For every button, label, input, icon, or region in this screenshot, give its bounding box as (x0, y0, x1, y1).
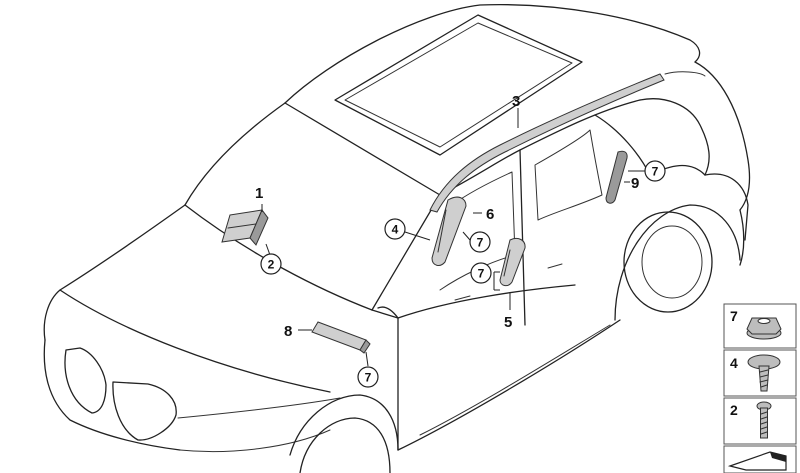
callout-1: 1 (255, 185, 263, 202)
legend-item-nut: 7 (723, 303, 797, 349)
bolt-icon (756, 401, 772, 439)
rear-side-airbag (605, 150, 628, 204)
callout-3: 3 (512, 93, 520, 110)
svg-text:9: 9 (631, 175, 639, 192)
callout-9: 9 (631, 175, 639, 192)
curtain-airbag (429, 71, 706, 213)
svg-text:7: 7 (477, 236, 484, 250)
svg-text:2: 2 (268, 258, 275, 272)
callout-7-seat-side: 7 (470, 262, 492, 284)
svg-text:7: 7 (730, 308, 738, 324)
truss-head-screw-icon (747, 354, 781, 392)
callout-7-rear-side: 7 (644, 160, 666, 182)
knee-airbag (311, 321, 371, 354)
hardware-legend: 7 4 2 (723, 303, 797, 473)
svg-text:2: 2 (730, 402, 738, 418)
callout-7-front-side: 7 (469, 231, 491, 253)
callout-2: 2 (260, 253, 282, 275)
wedge-shim-icon (727, 451, 787, 471)
legend-item-wedge (723, 445, 797, 473)
callout-5: 5 (504, 314, 512, 331)
callout-6: 6 (486, 206, 494, 223)
legend-item-bolt: 2 (723, 397, 797, 445)
legend-item-screw: 4 (723, 349, 797, 397)
svg-text:7: 7 (652, 165, 659, 179)
svg-text:6: 6 (486, 206, 494, 223)
svg-text:8: 8 (284, 323, 292, 340)
svg-text:4: 4 (730, 355, 738, 371)
seat-side-airbag (499, 237, 526, 287)
svg-text:5: 5 (504, 314, 512, 331)
callout-7-knee: 7 (357, 366, 379, 388)
callout-8: 8 (284, 323, 292, 340)
svg-text:1: 1 (255, 185, 263, 202)
leader-lines (261, 108, 645, 367)
front-side-airbag (431, 196, 467, 266)
passenger-airbag-module (221, 209, 269, 246)
flange-nut-icon (746, 317, 782, 340)
svg-text:4: 4 (392, 223, 399, 237)
callout-4: 4 (384, 218, 406, 240)
vehicle-outline (43, 3, 751, 473)
svg-text:3: 3 (512, 93, 520, 110)
svg-text:7: 7 (365, 371, 372, 385)
svg-text:7: 7 (478, 267, 485, 281)
